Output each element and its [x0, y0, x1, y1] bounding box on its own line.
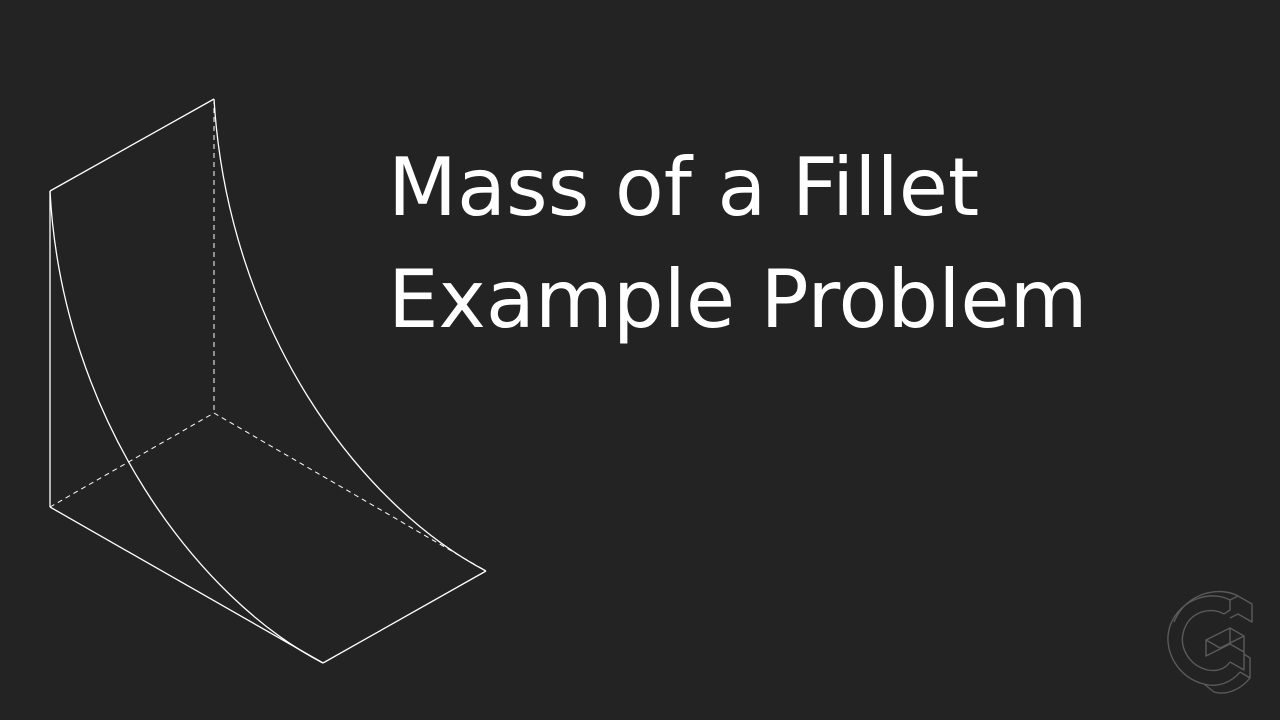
fillet-hidden-right-edge	[213, 412, 487, 572]
fillet-top-edge	[49, 98, 215, 192]
slide-title: Mass of a Fillet Example Problem	[388, 132, 1088, 356]
title-line-2: Example Problem	[388, 253, 1088, 346]
fillet-front-curve	[49, 190, 324, 664]
fillet-back-curve	[213, 98, 487, 572]
title-line-1: Mass of a Fillet	[388, 141, 980, 234]
fillet-hidden-left-edge	[49, 412, 215, 508]
isometric-g-logo-icon	[1167, 590, 1253, 694]
fillet-bottom-right-edge	[322, 570, 487, 664]
fillet-bottom-left-edge	[49, 506, 324, 664]
